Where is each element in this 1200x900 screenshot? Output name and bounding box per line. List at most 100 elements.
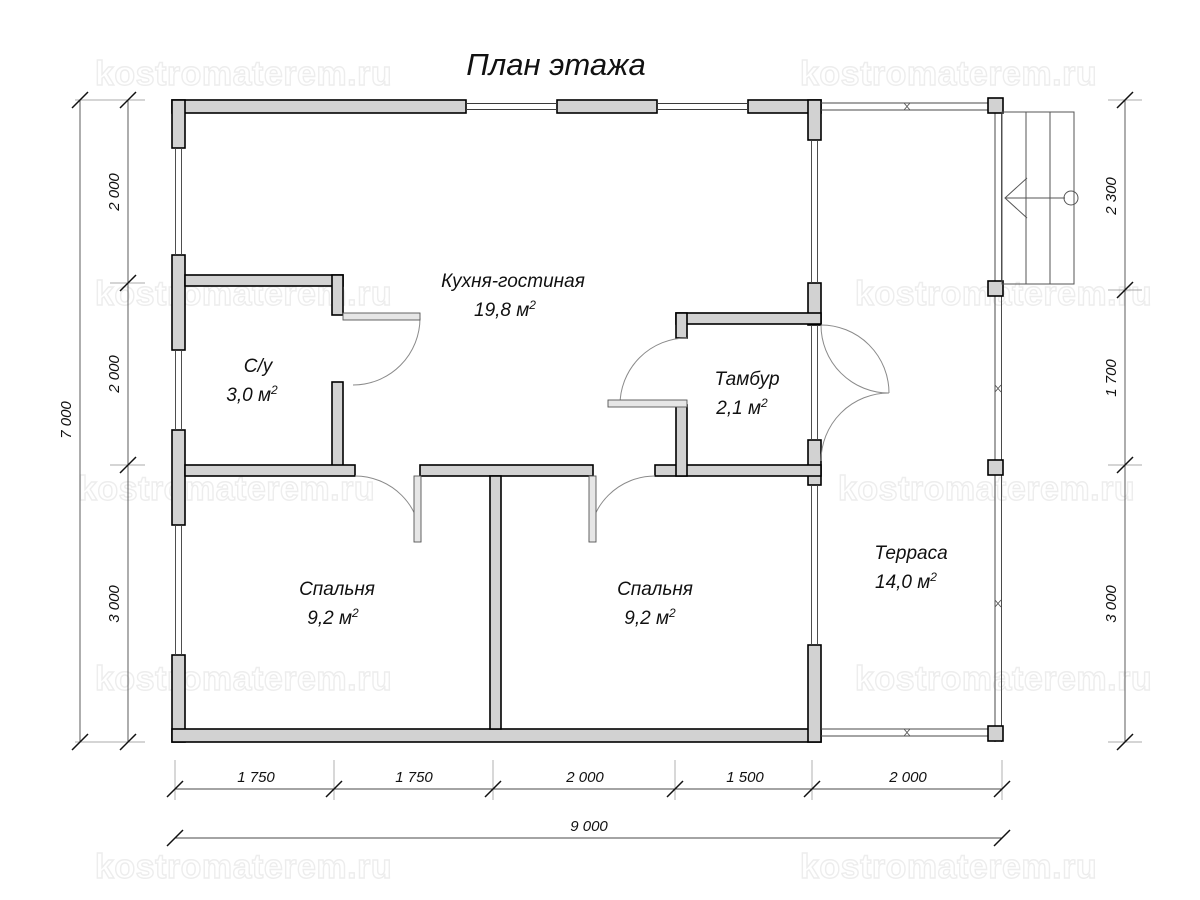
dim-left-1: 2 000 [106, 173, 123, 212]
dim-left-2: 2 000 [106, 355, 123, 394]
terrace-post-tr [987, 97, 1004, 114]
room-label-bedroom2-area: 9,2 м2 [624, 606, 676, 629]
dimension-bottom-chain: 1 750 1 750 2 000 1 500 2 000 [166, 760, 1011, 800]
dim-bottom-total: 9 000 [570, 818, 608, 835]
wall-bedroom2-top [654, 464, 822, 477]
kitchen-area-unit: м [516, 300, 529, 321]
vestibule-area-unit: м [748, 398, 761, 419]
rail-marker [903, 102, 1002, 737]
wall-bathroom-right-stub [331, 274, 344, 316]
wall-layer [171, 97, 1079, 743]
vestibule-area-value: 2,1 [715, 398, 742, 419]
watermark-text: kostromaterem.ru [800, 55, 1097, 93]
room-label-terrace-name: Терраса [874, 543, 947, 564]
dimension-left-chain: 2 000 2 000 3 000 [75, 91, 145, 751]
terrace-area-value: 14,0 [875, 572, 912, 593]
room-label-kitchen-name: Кухня-гостиная [441, 271, 585, 292]
window-right-house-1 [811, 140, 818, 283]
terrace-post-br [987, 725, 1004, 742]
dim-bottom-5: 2 000 [888, 769, 927, 786]
wall-left-pier1 [171, 254, 186, 351]
door-opening-terrace-right [811, 325, 818, 440]
wall-house-right-bottom [807, 644, 822, 743]
dim-left-total: 7 000 [58, 401, 75, 439]
room-label-kitchen-area: 19,8 м2 [474, 298, 536, 321]
room-label-bedroom2-name: Спальня [617, 579, 693, 600]
page-title: План этажа [466, 47, 645, 82]
dim-left-3: 3 000 [106, 585, 123, 623]
window-kitchen-top-2 [657, 103, 748, 110]
dim-bottom-1: 1 750 [237, 769, 275, 786]
wall-between-bedrooms [489, 475, 502, 730]
terrace-area-sup: 2 [929, 570, 937, 584]
watermark-text: kostromaterem.ru [855, 275, 1152, 313]
room-label-vestibule-name: Тамбур [714, 369, 779, 390]
dimension-left-total: 7 000 [58, 91, 89, 751]
dimension-bottom-total: 9 000 [166, 818, 1011, 847]
watermark-text: kostromaterem.ru [800, 848, 1097, 886]
wall-top-seg1 [171, 99, 467, 114]
bedroom1-area-unit: м [339, 608, 352, 629]
watermark-text: kostromaterem.ru [95, 660, 392, 698]
vestibule-area-sup: 2 [760, 396, 768, 410]
room-label-bedroom1-name: Спальня [299, 579, 375, 600]
dim-bottom-4: 1 500 [726, 769, 764, 786]
room-label-bathroom-name: С/у [244, 356, 274, 377]
window-left-2 [175, 350, 182, 430]
door-vestibule-kitchen [607, 337, 688, 408]
dim-right-1: 2 300 [1103, 177, 1120, 216]
door-bathroom [342, 312, 421, 386]
bedroom1-area-sup: 2 [351, 606, 359, 620]
wall-bathroom-right [331, 381, 344, 470]
terrace-area-unit: м [917, 572, 930, 593]
terrace-railing [821, 97, 1004, 742]
door-entry-terrace [820, 324, 890, 462]
wall-house-right-top [807, 99, 822, 141]
room-label-terrace-area: 14,0 м2 [875, 570, 937, 593]
watermark-layer: kostromaterem.ru kostromaterem.ru kostro… [77, 54, 1152, 886]
room-label-bedroom1-area: 9,2 м2 [307, 606, 359, 629]
wall-bathroom-top [184, 274, 344, 287]
bedroom2-area-unit: м [656, 608, 669, 629]
window-left-1 [175, 148, 182, 255]
window-right-house-2 [811, 485, 818, 645]
dim-right-2: 1 700 [1103, 359, 1120, 397]
window-kitchen-top-1 [466, 103, 557, 110]
wall-left-corner-top [171, 99, 186, 149]
watermark-text: kostromaterem.ru [855, 660, 1152, 698]
room-label-bathroom-area: 3,0 м2 [226, 383, 278, 406]
wall-bottom-house [171, 728, 822, 743]
bedroom1-area-value: 9,2 [307, 608, 334, 629]
dim-bottom-3: 2 000 [565, 769, 604, 786]
wall-left-pier2 [171, 429, 186, 526]
watermark-text: kostromaterem.ru [838, 470, 1135, 508]
dim-bottom-2: 1 750 [395, 769, 433, 786]
door-bedroom2 [588, 475, 656, 543]
kitchen-area-sup: 2 [528, 298, 536, 312]
dim-right-3: 3 000 [1103, 585, 1120, 623]
wall-vestibule-left [675, 404, 688, 477]
bedroom2-area-value: 9,2 [624, 608, 651, 629]
room-label-vestibule-area: 2,1 м2 [715, 396, 768, 419]
bedroom2-area-sup: 2 [668, 606, 676, 620]
bathroom-area-sup: 2 [270, 383, 278, 397]
wall-top-pier [556, 99, 658, 114]
staircase [1001, 111, 1079, 285]
window-left-3 [175, 525, 182, 655]
wall-vestibule-left-stub [675, 312, 688, 339]
bathroom-area-unit: м [258, 385, 271, 406]
dimension-right-chain: 2 300 1 700 3 000 [1103, 91, 1142, 751]
kitchen-area-value: 19,8 [474, 300, 511, 321]
watermark-text: kostromaterem.ru [95, 55, 392, 93]
watermark-text: kostromaterem.ru [95, 848, 392, 886]
wall-bathroom-bottom [184, 464, 356, 477]
door-bedroom1 [354, 475, 422, 543]
terrace-post-mid [987, 280, 1004, 297]
bathroom-area-value: 3,0 [226, 385, 253, 406]
wall-bedroom1-top [419, 464, 594, 477]
wall-vestibule-top [675, 312, 822, 325]
wall-house-right-mid2 [807, 439, 822, 486]
room-label-layer: Кухня-гостиная 19,8 м2 С/у 3,0 м2 Тамбур… [226, 271, 947, 629]
